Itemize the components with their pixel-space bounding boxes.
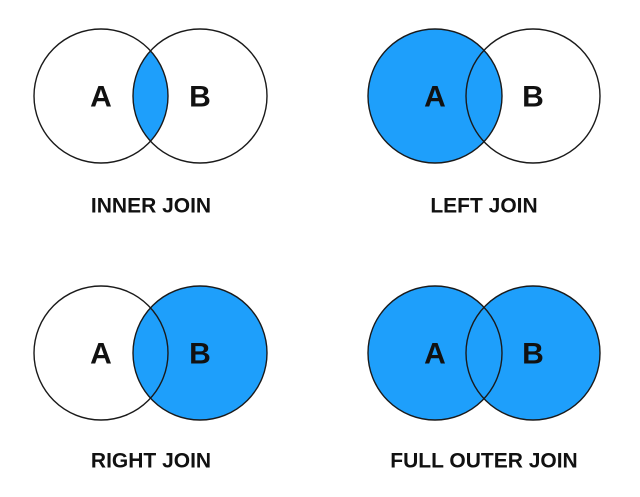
right-join-set-b-highlight [133, 286, 267, 420]
left-join-set-b-circle [465, 28, 601, 164]
inner-join-caption: INNER JOIN [91, 195, 211, 218]
full-join-set-b-label: B [522, 338, 544, 371]
full-join-set-a-label: A [424, 338, 446, 371]
left-join-set-a-circle [367, 28, 503, 164]
inner-join-set-a-circle [33, 28, 169, 164]
right-join-panel: A B RIGHT JOIN [33, 285, 268, 473]
full-join-set-b-highlight [466, 286, 600, 420]
full-join-set-b-circle [465, 285, 601, 421]
inner-join-panel: A B INNER JOIN [33, 28, 268, 218]
left-join-caption: LEFT JOIN [430, 195, 537, 218]
right-join-caption: RIGHT JOIN [91, 450, 211, 473]
right-join-set-b-label: B [189, 338, 211, 371]
left-join-set-b-label: B [522, 81, 544, 114]
inner-join-set-b-circle [132, 28, 268, 164]
full-join-set-a-highlight [368, 286, 502, 420]
inner-join-set-a-label: A [90, 81, 112, 114]
right-join-set-a-label: A [90, 338, 112, 371]
left-join-panel: A B LEFT JOIN [367, 28, 601, 218]
left-join-set-a-highlight [368, 29, 502, 163]
left-join-set-a-label: A [424, 81, 446, 114]
right-join-set-b-circle [132, 285, 268, 421]
full-join-set-a-circle [367, 285, 503, 421]
inner-join-set-b-label: B [189, 81, 211, 114]
full-outer-join-caption: FULL OUTER JOIN [390, 450, 577, 473]
full-outer-join-panel: A B FULL OUTER JOIN [367, 285, 601, 473]
right-join-set-a-circle [33, 285, 169, 421]
